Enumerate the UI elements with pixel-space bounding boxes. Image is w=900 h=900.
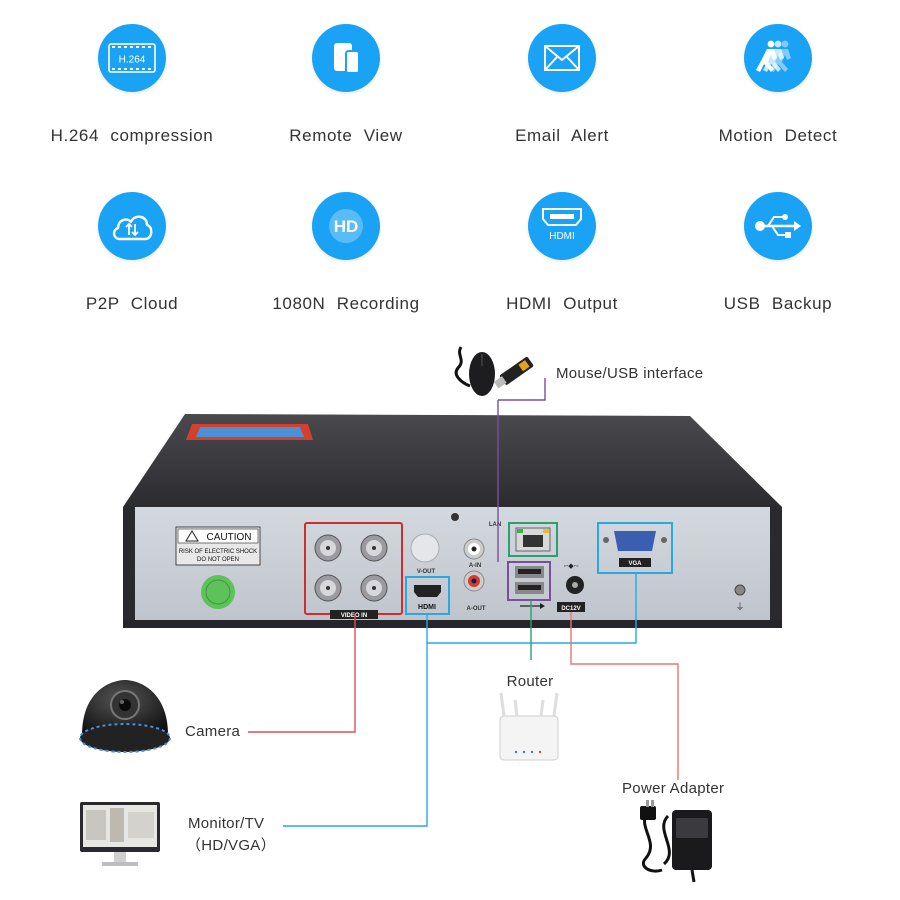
usb-connection-line xyxy=(498,378,546,401)
svg-text:A-OUT: A-OUT xyxy=(467,606,486,612)
svg-text:HDMI: HDMI xyxy=(418,604,436,611)
power-connection-line xyxy=(570,612,679,780)
feature-hdmi-output: HDMI HDMI Output xyxy=(452,192,672,314)
mouse-usb-label: Mouse/USB interface xyxy=(556,365,703,382)
feature-label: 1080N Recording xyxy=(272,294,420,313)
feature-label: Motion Detect xyxy=(718,126,838,145)
hd-badge: HD xyxy=(334,217,359,236)
video-in-ports: VIDEO IN xyxy=(304,522,403,619)
lan-port: LAN xyxy=(489,522,558,557)
feature-usb-backup: USB Backup xyxy=(668,192,888,314)
feature-motion-detect: Motion Detect xyxy=(668,24,888,146)
monitor-connection-line xyxy=(283,643,428,827)
monitor-label-line1: Monitor/TV xyxy=(188,815,264,832)
monitor-label-line2: （HD/VGA） xyxy=(186,837,276,854)
router-label: Router xyxy=(507,673,554,690)
brand-sticker xyxy=(186,424,313,440)
svg-text:RISK OF ELECTRIC SHOCK: RISK OF ELECTRIC SHOCK xyxy=(179,549,257,555)
dome-camera xyxy=(79,680,171,753)
camera-label: Camera xyxy=(185,723,241,740)
svg-text:VIDEO IN: VIDEO IN xyxy=(341,613,367,619)
feature-label: Email Alert xyxy=(515,126,609,145)
audio-ports: A-IN A-OUT xyxy=(463,538,486,612)
vga-port: VGA xyxy=(597,522,673,574)
feature-label: P2P Cloud xyxy=(85,294,179,313)
ground-screw xyxy=(734,584,746,596)
feature-label: Remote View xyxy=(289,126,403,145)
feature-label: USB Backup xyxy=(723,294,833,313)
svg-text:LAN: LAN xyxy=(489,522,501,528)
svg-text:DC12V: DC12V xyxy=(561,606,580,612)
power-adapter-label: Power Adapter xyxy=(622,780,724,797)
monitor-device xyxy=(80,802,160,866)
hdmi-port-icon: HDMI xyxy=(528,192,596,260)
feature-remote-view: Remote View xyxy=(236,24,456,146)
svg-text:◦-◆-◦: ◦-◆-◦ xyxy=(563,563,578,570)
h264-film-icon: H.264 xyxy=(98,24,166,92)
caution-label: CAUTION RISK OF ELECTRIC SHOCK DO NOT OP… xyxy=(175,526,261,566)
svg-text:VGA: VGA xyxy=(628,561,642,567)
feature-h264: H.264 H.264 compression xyxy=(22,24,242,146)
h264-badge: H.264 xyxy=(119,55,146,66)
dc-power-port: ◦-◆-◦ DC12V xyxy=(557,563,585,612)
feature-p2p-cloud: P2P Cloud xyxy=(22,192,242,314)
running-figures-icon xyxy=(744,24,812,92)
feature-1080n-recording: HD 1080N Recording xyxy=(236,192,456,314)
svg-text:CAUTION: CAUTION xyxy=(207,532,252,543)
mobile-devices-icon xyxy=(312,24,380,92)
hd-icon: HD xyxy=(312,192,380,260)
mouse-usb-device xyxy=(454,346,534,396)
svg-text:⏚: ⏚ xyxy=(735,602,744,613)
camera-connection-line xyxy=(248,614,356,733)
hdmi-badge: HDMI xyxy=(549,231,575,242)
cloud-sync-icon xyxy=(98,192,166,260)
power-adapter-device xyxy=(640,800,712,883)
svg-text:V-OUT: V-OUT xyxy=(417,569,436,575)
router-device xyxy=(499,692,559,761)
feature-label: HDMI Output xyxy=(506,294,618,313)
usb-ports xyxy=(507,561,551,609)
connection-diagram: CAUTION RISK OF ELECTRIC SHOCK DO NOT OP… xyxy=(79,346,782,883)
envelope-icon xyxy=(528,24,596,92)
svg-text:A-IN: A-IN xyxy=(469,563,481,569)
feature-label: H.264 compression xyxy=(50,126,214,145)
svg-text:DO NOT OPEN: DO NOT OPEN xyxy=(197,557,239,563)
feature-email-alert: Email Alert xyxy=(452,24,672,146)
usb-icon xyxy=(744,192,812,260)
v-out-port xyxy=(410,533,440,563)
